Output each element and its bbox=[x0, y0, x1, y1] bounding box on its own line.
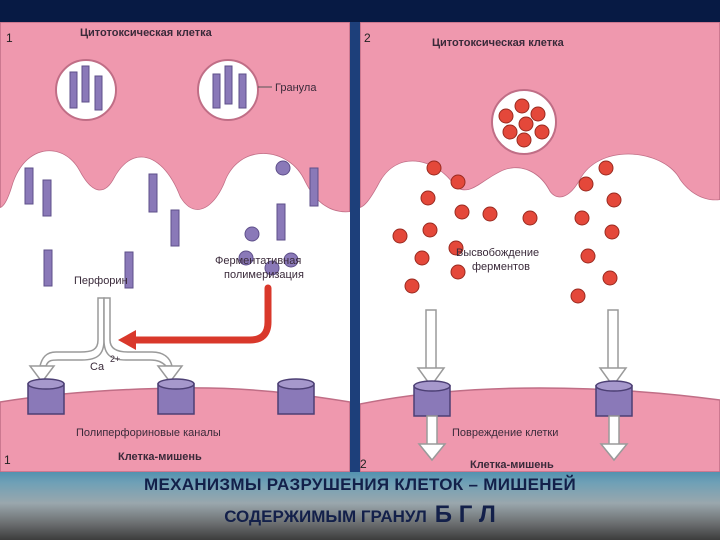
panel-number-1: 1 bbox=[6, 31, 13, 45]
polymerization-arrow bbox=[130, 284, 272, 344]
perforin-pore bbox=[413, 380, 451, 417]
granule bbox=[55, 59, 117, 121]
panel-number-2-bottom: 2 bbox=[360, 457, 367, 471]
arrow-down-icon bbox=[599, 415, 629, 462]
panel-divider bbox=[350, 22, 360, 472]
polymerizing-perforin bbox=[238, 160, 299, 276]
channels-label: Полиперфориновые каналы bbox=[76, 427, 221, 439]
calcium-label: Ca bbox=[90, 361, 105, 373]
granule-label: Гранула bbox=[275, 82, 317, 94]
enzyme-diagram: 2 Цитотоксическая клетка Высвобождение ф… bbox=[360, 22, 720, 472]
caption-line-1: МЕХАНИЗМЫ РАЗРУШЕНИЯ КЛЕТОК – МИШЕНЕЙ bbox=[144, 475, 576, 494]
top-bar bbox=[0, 0, 720, 22]
panel-enzyme-release: 2 Цитотоксическая клетка Высвобождение ф… bbox=[360, 22, 720, 472]
caption-line-2: СОДЕРЖИМЫМ ГРАНУЛ Б Г Л bbox=[0, 500, 720, 532]
arrow-down-icon bbox=[417, 415, 447, 462]
perforin-pore bbox=[27, 378, 65, 415]
perforin-pore bbox=[157, 378, 195, 415]
arrow-head-icon bbox=[118, 330, 136, 350]
slide-caption: МЕХАНИЗМЫ РАЗРУШЕНИЯ КЛЕТОК – МИШЕНЕЙ СО… bbox=[0, 474, 720, 532]
target-cell-label: Клетка-мишень bbox=[118, 451, 202, 463]
perforin-label: Перфорин bbox=[74, 275, 128, 287]
target-cell-label: Клетка-мишень bbox=[470, 459, 554, 471]
arrow-down-icon bbox=[598, 309, 628, 388]
release-label-1: Высвобождение bbox=[456, 247, 539, 259]
granule bbox=[491, 89, 557, 155]
cell-damage-label: Повреждение клетки bbox=[452, 427, 558, 439]
released-enzymes bbox=[392, 160, 622, 304]
arrow-head-right-icon bbox=[156, 365, 184, 384]
perforin-monomers bbox=[24, 167, 319, 289]
release-label-2: ферментов bbox=[472, 261, 530, 273]
cytotoxic-cell-title: Цитотоксическая клетка bbox=[80, 27, 213, 39]
perforin-pore bbox=[595, 380, 633, 417]
polymerization-label-2: полимеризация bbox=[224, 269, 304, 281]
caption-line-2-text: СОДЕРЖИМЫМ ГРАНУЛ bbox=[224, 507, 427, 526]
arrow-head-left-icon bbox=[28, 365, 56, 384]
perforin-diagram: 1 Цитотоксическая клетка Гранула Фермент… bbox=[0, 22, 350, 472]
caption-emphasis: Б Г Л bbox=[434, 501, 496, 528]
cytotoxic-cell-title: Цитотоксическая клетка bbox=[432, 37, 565, 49]
panel-number-2: 2 bbox=[364, 31, 371, 45]
panel-number-1-bottom: 1 bbox=[4, 453, 11, 467]
arrow-down-icon bbox=[416, 309, 446, 388]
panel-perforin-mechanism: 1 Цитотоксическая клетка Гранула Фермент… bbox=[0, 22, 350, 472]
polymerization-label-1: Ферментативная bbox=[215, 255, 301, 267]
calcium-charge: 2+ bbox=[110, 354, 120, 364]
granule bbox=[197, 59, 259, 121]
perforin-pore bbox=[277, 378, 315, 415]
synaptic-cleft bbox=[360, 154, 720, 404]
